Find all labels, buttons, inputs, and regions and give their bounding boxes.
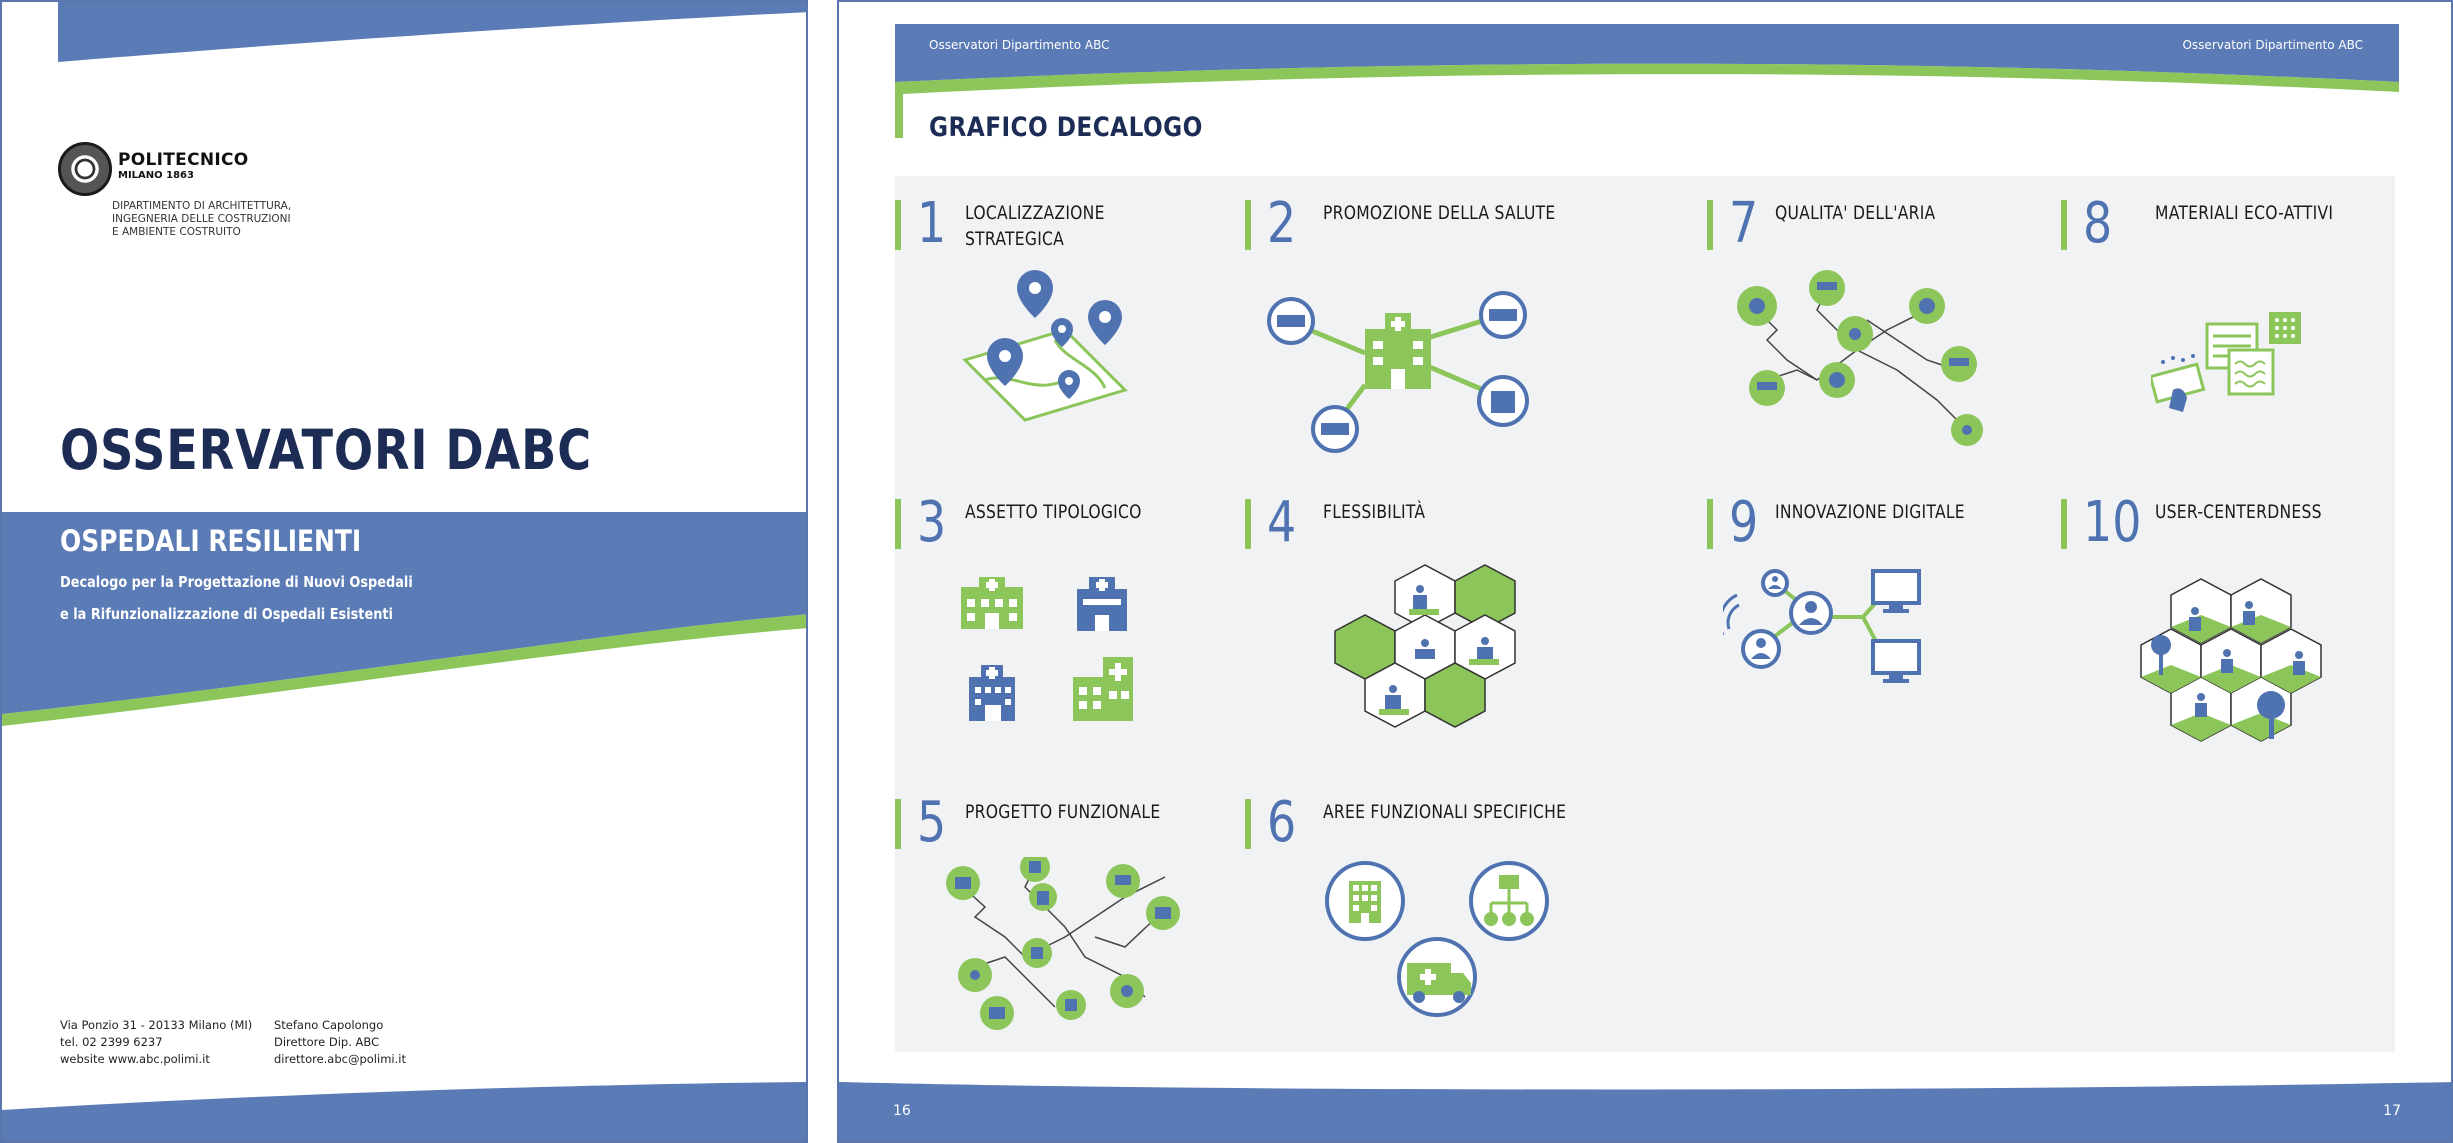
item-number: 8	[2083, 191, 2113, 256]
university-city: MILANO 1863	[118, 170, 194, 181]
item-accent-bar	[895, 499, 901, 549]
item-accent-bar	[1245, 200, 1251, 250]
item-number: 6	[1267, 790, 1297, 855]
cover-title: OSSERVATORI DABC	[60, 418, 592, 482]
hospital-network-icon	[1267, 291, 1529, 453]
cover-page: POLITECNICO MILANO 1863 DIPARTIMENTO DI …	[0, 0, 808, 1143]
item-label: FLESSIBILITÀ	[1323, 501, 1426, 523]
university-seal-icon	[58, 142, 112, 196]
item-label: AREE FUNZIONALI SPECIFICHE	[1323, 801, 1567, 823]
item-accent-bar	[2061, 200, 2067, 250]
director-block: Stefano Capolongo Direttore Dip. ABC dir…	[274, 1018, 406, 1066]
item-accent-bar	[1245, 499, 1251, 549]
page-number-left: 16	[893, 1103, 911, 1119]
item-label: INNOVAZIONE DIGITALE	[1775, 501, 1965, 523]
running-header-left: Osservatori Dipartimento ABC	[929, 38, 1110, 52]
cover-description-line-1: Decalogo per la Progettazione di Nuovi O…	[60, 573, 413, 591]
functional-network-icon	[946, 857, 1180, 1030]
air-network-icon	[1737, 270, 1983, 446]
functional-areas-icon	[1325, 861, 1549, 1017]
cover-description-line-2: e la Rifunzionalizzazione di Ospedali Es…	[60, 605, 393, 623]
running-header-right: Osservatori Dipartimento ABC	[2182, 38, 2363, 52]
cover-subtitle: OSPEDALI RESILIENTI	[60, 524, 362, 558]
item-label: MATERIALI ECO-ATTIVI	[2155, 202, 2334, 224]
item-number: 9	[1729, 490, 1759, 555]
university-name: POLITECNICO	[118, 150, 249, 170]
item-number: 1	[917, 191, 947, 256]
user-cubes-icon	[2140, 578, 2322, 742]
item-label: PROMOZIONE DELLA SALUTE	[1323, 202, 1556, 224]
item-accent-bar	[2061, 499, 2067, 549]
flexible-cubes-icon	[1334, 564, 1516, 728]
decalogo-page: Osservatori Dipartimento ABC Osservatori…	[837, 0, 2453, 1143]
department-name: DIPARTIMENTO DI ARCHITETTURA, INGEGNERIA…	[112, 200, 292, 238]
item-label: QUALITA' DELL'ARIA	[1775, 202, 1936, 224]
hospital-buildings-icon	[961, 577, 1133, 721]
item-accent-bar	[1707, 499, 1713, 549]
item-number: 5	[917, 790, 947, 855]
decalogo-panel	[895, 176, 2395, 1052]
item-label: ASSETTO TIPOLOGICO	[965, 501, 1142, 523]
item-number: 3	[917, 490, 947, 555]
cover-background-shapes	[2, 2, 806, 1141]
materials-icon	[2151, 312, 2301, 412]
address-block: Via Ponzio 31 - 20133 Milano (MI) tel. 0…	[60, 1018, 253, 1066]
item-number: 10	[2083, 490, 2142, 555]
page-background-shapes	[839, 24, 2451, 1141]
item-number: 2	[1267, 191, 1297, 256]
item-accent-bar	[895, 799, 901, 849]
item-number: 4	[1267, 490, 1297, 555]
map-pins-icon	[962, 270, 1128, 422]
item-accent-bar	[1245, 799, 1251, 849]
section-title: GRAFICO DECALOGO	[929, 112, 1203, 143]
item-number: 7	[1729, 191, 1759, 256]
item-accent-bar	[895, 200, 901, 250]
page-number-right: 17	[2383, 1103, 2401, 1119]
digital-network-icon	[1723, 569, 1921, 683]
item-label: PROGETTO FUNZIONALE	[965, 801, 1161, 823]
item-accent-bar	[1707, 200, 1713, 250]
item-label: USER-CENTERDNESS	[2155, 501, 2322, 523]
